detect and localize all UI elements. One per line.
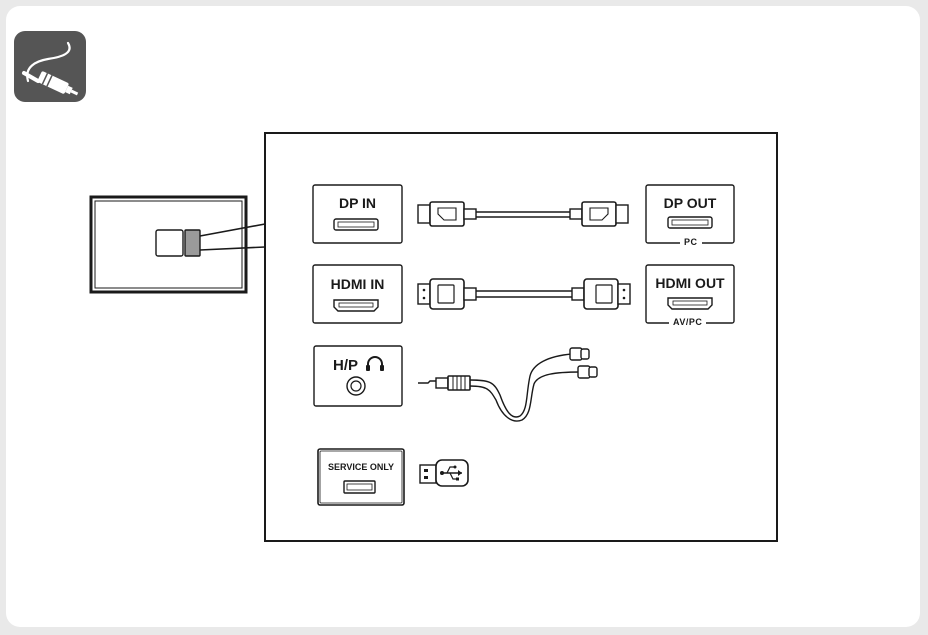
hdmi-cable — [417, 278, 631, 310]
headphone-icon — [366, 356, 384, 371]
hdmi-out-label: HDMI OUT — [655, 275, 725, 291]
hdmi-out-sublabel: AV/PC — [669, 317, 707, 327]
service-only-port — [317, 448, 405, 506]
cable-connection-icon — [14, 31, 86, 102]
dp-cable — [417, 201, 629, 227]
dp-in-label: DP IN — [338, 195, 377, 211]
headphone-cable — [418, 347, 598, 422]
dp-out-label: DP OUT — [663, 195, 717, 211]
hdmi-in-port — [312, 264, 403, 324]
dp-out-port — [645, 184, 735, 244]
monitor-panel — [89, 195, 266, 294]
headphone-label: H/P — [333, 357, 359, 374]
hdmi-in-label: HDMI IN — [330, 276, 385, 292]
headphone-port — [313, 345, 403, 407]
usb-symbol-icon — [440, 465, 462, 481]
dp-in-port — [312, 184, 403, 244]
dp-out-sublabel: PC — [680, 237, 702, 247]
hdmi-out-port — [645, 264, 735, 324]
service-only-label: SERVICE ONLY — [327, 462, 395, 472]
